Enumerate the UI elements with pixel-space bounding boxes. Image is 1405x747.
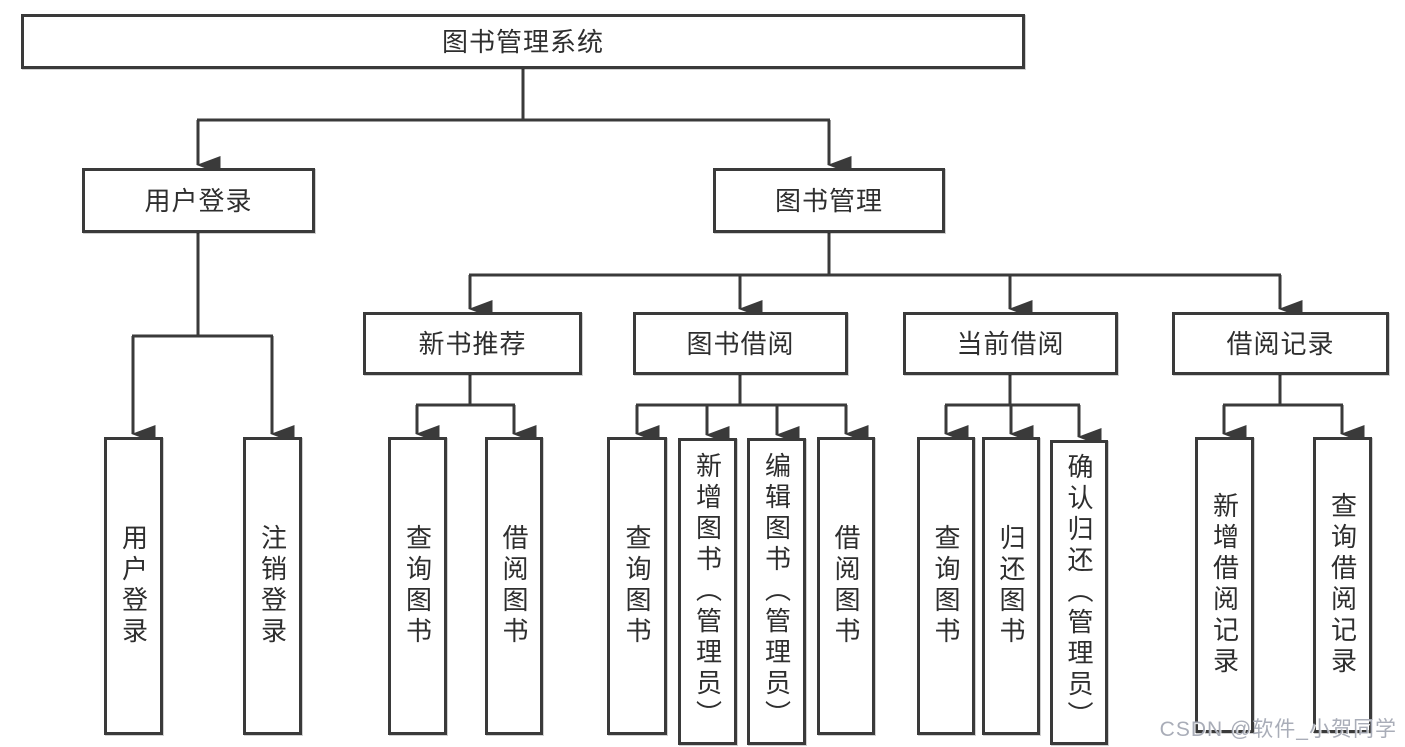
node-borrow-books-leaf: 借阅图书 <box>817 437 875 735</box>
node-user-login: 用户登录 <box>82 168 315 233</box>
node-query-books-leaf: 查询图书 <box>917 437 975 735</box>
node-query-books-leaf: 查询图书 <box>607 437 667 735</box>
node-current-borrowing: 当前借阅 <box>903 312 1118 375</box>
node-confirm-return-admin-leaf: 确认归还（管理员） <box>1050 440 1108 745</box>
node-edit-book-admin-leaf: 编辑图书（管理员） <box>747 438 806 745</box>
node-query-books-leaf: 查询图书 <box>388 437 447 735</box>
node-add-book-admin-leaf: 新增图书（管理员） <box>678 438 737 745</box>
node-return-books-leaf: 归还图书 <box>982 437 1040 735</box>
node-user-login-leaf: 用户登录 <box>104 437 163 735</box>
watermark: CSDN @软件_小贺同学 <box>1159 718 1397 741</box>
node-book-management: 图书管理 <box>713 168 945 233</box>
node-borrowing-records: 借阅记录 <box>1172 312 1389 375</box>
node-logout-leaf: 注销登录 <box>243 437 302 735</box>
node-query-borrow-record-leaf: 查询借阅记录 <box>1313 437 1372 733</box>
node-book-borrowing: 图书借阅 <box>633 312 848 375</box>
node-library-system: 图书管理系统 <box>21 14 1025 69</box>
node-borrow-books-leaf: 借阅图书 <box>485 437 543 735</box>
node-add-borrow-record-leaf: 新增借阅记录 <box>1195 437 1254 733</box>
node-new-book-recommendation: 新书推荐 <box>363 312 582 375</box>
